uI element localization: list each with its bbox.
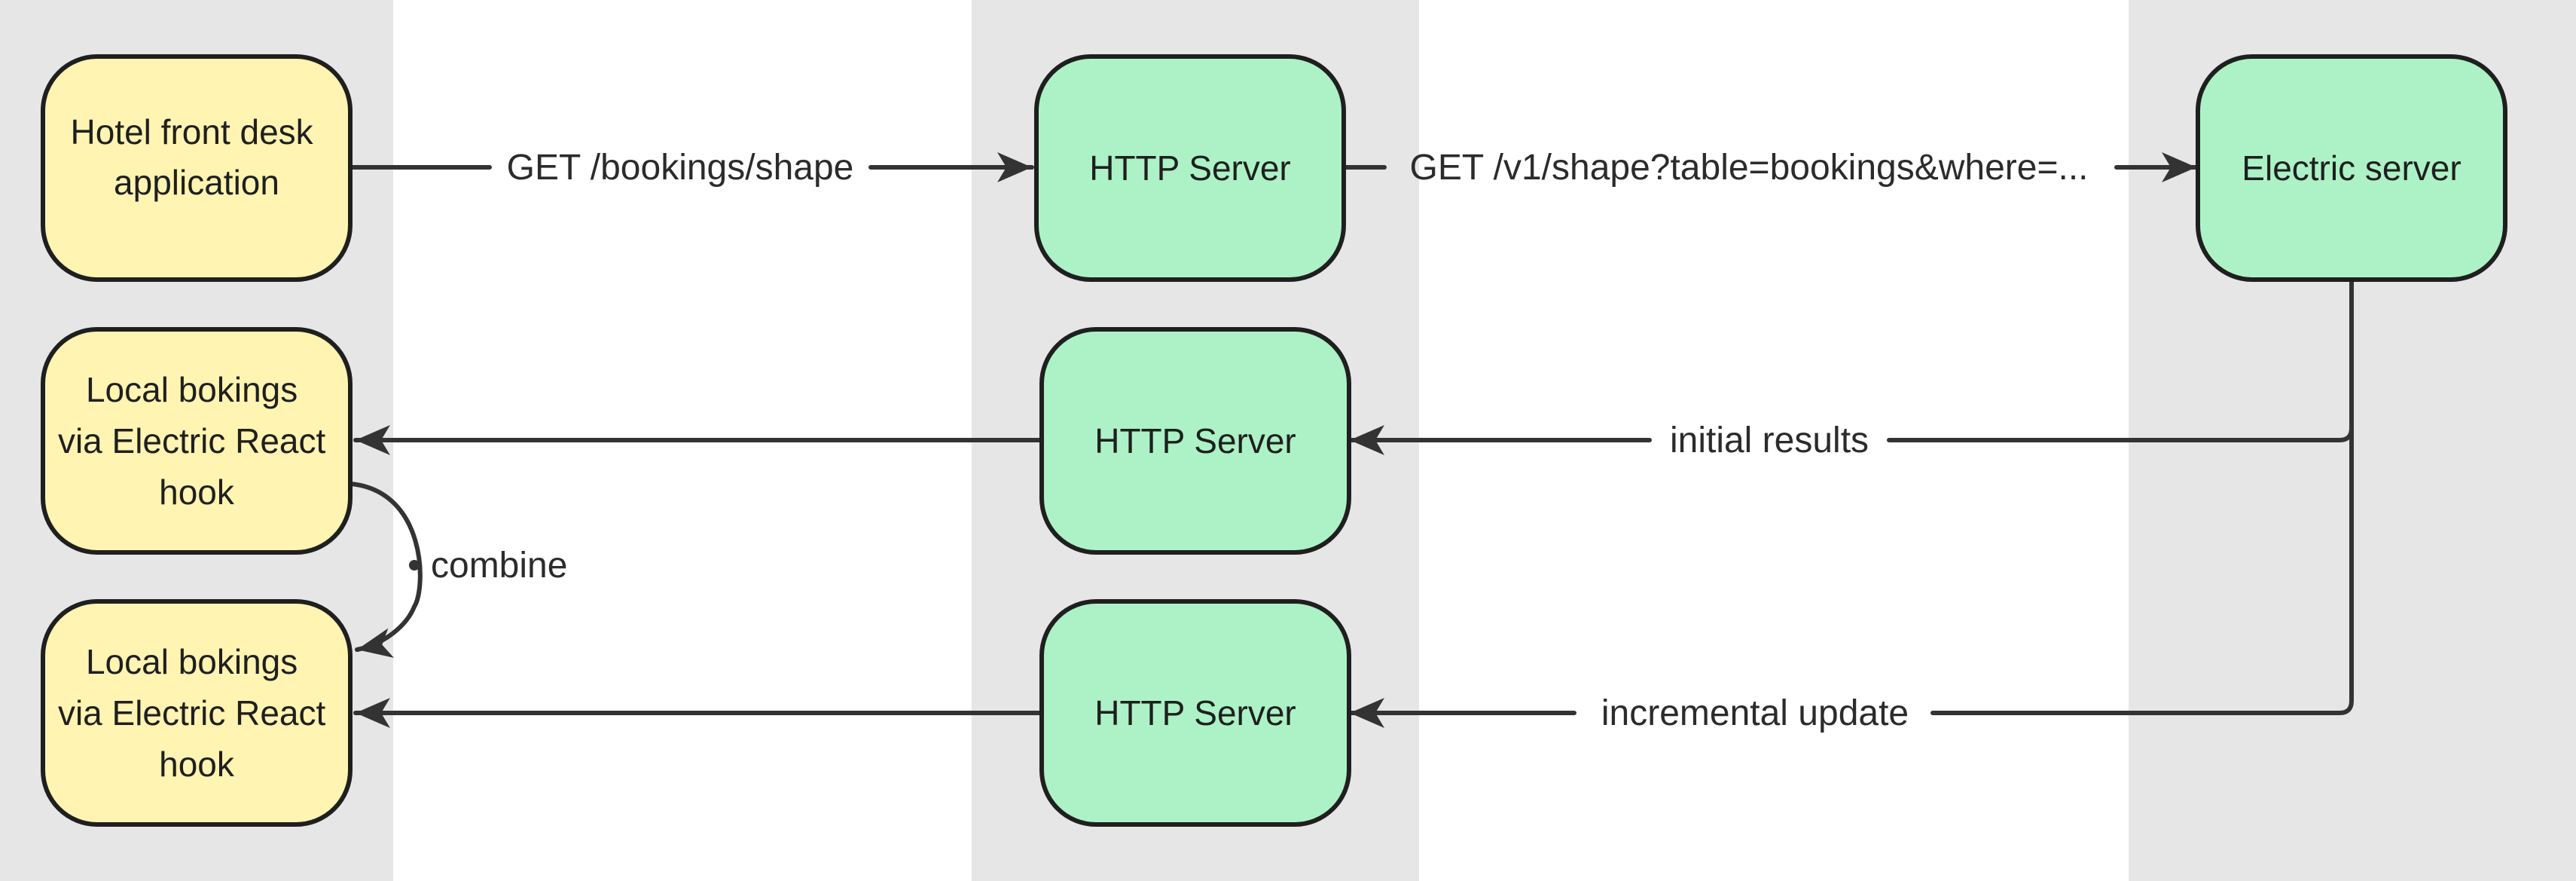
edge-label-initial-results: initial results xyxy=(1670,421,1869,460)
edge-label-get-bookings-shape: GET /bookings/shape xyxy=(507,148,854,188)
node-http-server-2[interactable]: HTTP Server xyxy=(1039,327,1351,555)
edge-label-get-v1-shape: GET /v1/shape?table=bookings&where=... xyxy=(1409,148,2088,188)
node-electric-server[interactable]: Electric server xyxy=(2196,54,2507,282)
node-http-server-3-label: HTTP Server xyxy=(1094,693,1296,733)
node-http-server-3[interactable]: HTTP Server xyxy=(1039,599,1351,827)
edge-incremental-update: incremental update xyxy=(1348,426,2354,733)
edge-combine: combine xyxy=(349,482,567,658)
node-http-server-1[interactable]: HTTP Server xyxy=(1034,54,1346,282)
node-http-server-1-label: HTTP Server xyxy=(1089,148,1291,188)
node-local-bookings-2-label: Local bokings via Electric React hook xyxy=(58,642,335,784)
edge-get-bookings-shape: GET /bookings/shape xyxy=(349,148,1034,188)
edge-label-combine: combine xyxy=(431,546,567,586)
node-local-bookings-1-label: Local bokings via Electric React hook xyxy=(58,370,335,512)
node-local-bookings-2[interactable]: Local bokings via Electric React hook xyxy=(41,599,353,827)
node-http-server-2-label: HTTP Server xyxy=(1094,421,1296,460)
edge-get-v1-shape: GET /v1/shape?table=bookings&where=... xyxy=(1341,148,2199,188)
edge-label-incremental-update: incremental update xyxy=(1601,693,1909,733)
node-local-bookings-1[interactable]: Local bokings via Electric React hook xyxy=(41,327,353,555)
node-hotel-app[interactable]: Hotel front desk application xyxy=(41,54,353,282)
node-hotel-app-label: Hotel front desk application xyxy=(71,112,323,202)
node-electric-server-label: Electric server xyxy=(2242,148,2461,188)
